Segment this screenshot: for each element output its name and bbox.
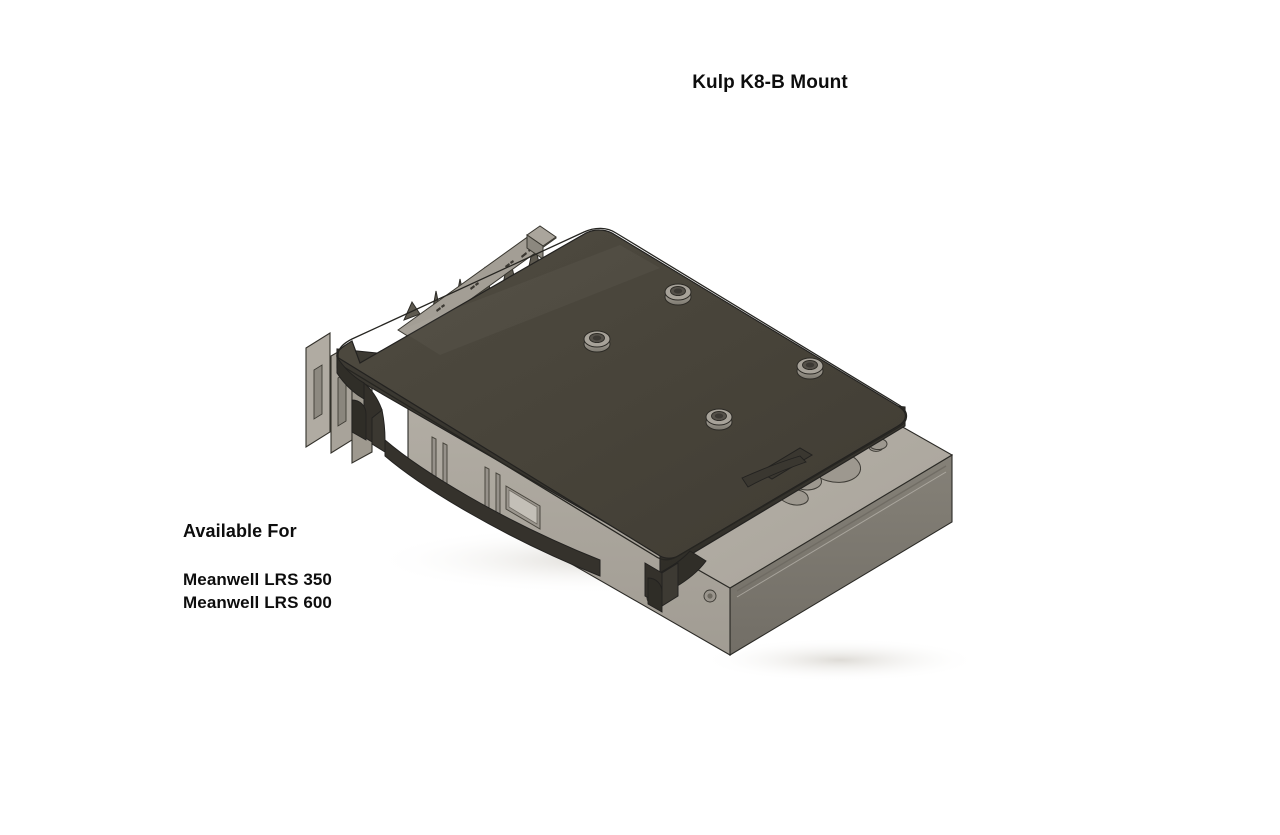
psu-corner-screw bbox=[703, 589, 717, 603]
plate-fan-relief bbox=[741, 455, 807, 488]
plate-clip-left bbox=[351, 399, 367, 441]
screw-boss bbox=[796, 357, 824, 380]
screw-boss-group bbox=[583, 283, 824, 431]
screw-boss bbox=[583, 330, 611, 353]
page-title-text: Kulp K8-B Mount bbox=[692, 72, 848, 93]
psu-front-slot bbox=[505, 485, 541, 530]
psu-seam-line bbox=[736, 465, 947, 592]
plate-clip-front bbox=[647, 577, 663, 613]
screw-boss bbox=[705, 408, 733, 431]
plate-left-leg-curve bbox=[371, 409, 386, 453]
screw-boss bbox=[664, 283, 692, 306]
compatible-models-list: Meanwell LRS 350 Meanwell LRS 600 bbox=[183, 568, 332, 614]
model-shadow-right bbox=[700, 638, 980, 682]
mounting-tab-slot bbox=[313, 364, 323, 420]
available-for-heading: Available For bbox=[183, 521, 297, 541]
mount-plate bbox=[336, 227, 908, 613]
compatible-model-item: Meanwell LRS 350 bbox=[183, 570, 332, 589]
plate-skirt-curve bbox=[384, 438, 601, 577]
page-title: Kulp K8-B Mount bbox=[0, 72, 1280, 94]
compatible-model-item: Meanwell LRS 600 bbox=[183, 593, 332, 612]
psu-seam-line-2 bbox=[736, 471, 947, 598]
